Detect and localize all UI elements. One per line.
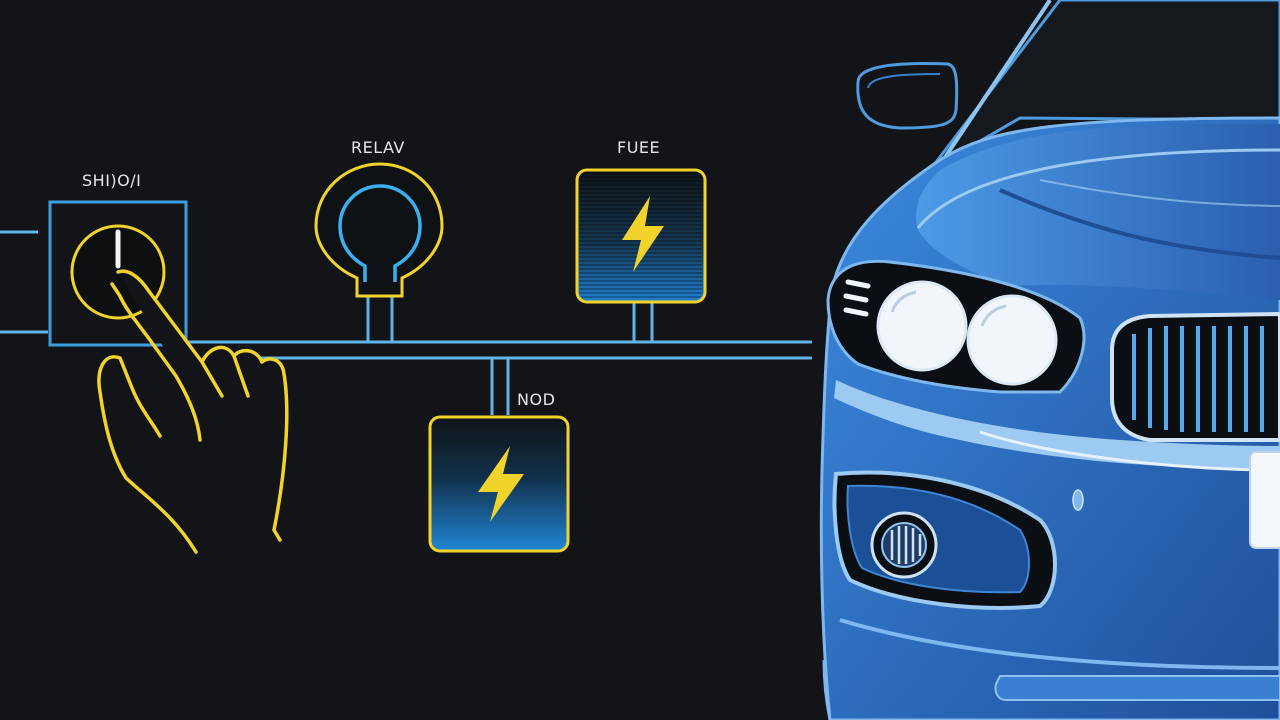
node-component[interactable]: NOD <box>428 390 570 553</box>
node-label: NOD <box>517 390 555 409</box>
switch-label: SHI)O/I <box>82 171 141 190</box>
headlight-lens-inner <box>966 294 1058 386</box>
relay-label: RELAV <box>351 138 405 157</box>
grille <box>1110 311 1280 442</box>
wires <box>0 230 812 415</box>
fog-lamp <box>870 511 938 579</box>
bumper-highlight <box>834 380 1280 469</box>
lightning-bolt-icon <box>478 446 524 522</box>
lightning-bolt-icon <box>622 196 664 272</box>
fuse-label: FUEE <box>617 138 660 157</box>
pointing-hand-icon <box>97 269 289 554</box>
relay-coil-icon <box>314 162 444 298</box>
headlight-lens-outer <box>876 280 968 372</box>
relay-component[interactable]: RELAV <box>314 138 444 298</box>
parking-sensor <box>1072 489 1084 511</box>
side-mirror <box>856 62 959 130</box>
drl-slats <box>843 279 871 317</box>
switch-box <box>48 200 188 347</box>
fuse-component[interactable]: FUEE <box>575 138 707 304</box>
car-front-icon <box>819 0 1280 720</box>
car-hood <box>916 123 1280 300</box>
front-splitter <box>994 675 1280 701</box>
license-plate <box>1249 451 1280 549</box>
